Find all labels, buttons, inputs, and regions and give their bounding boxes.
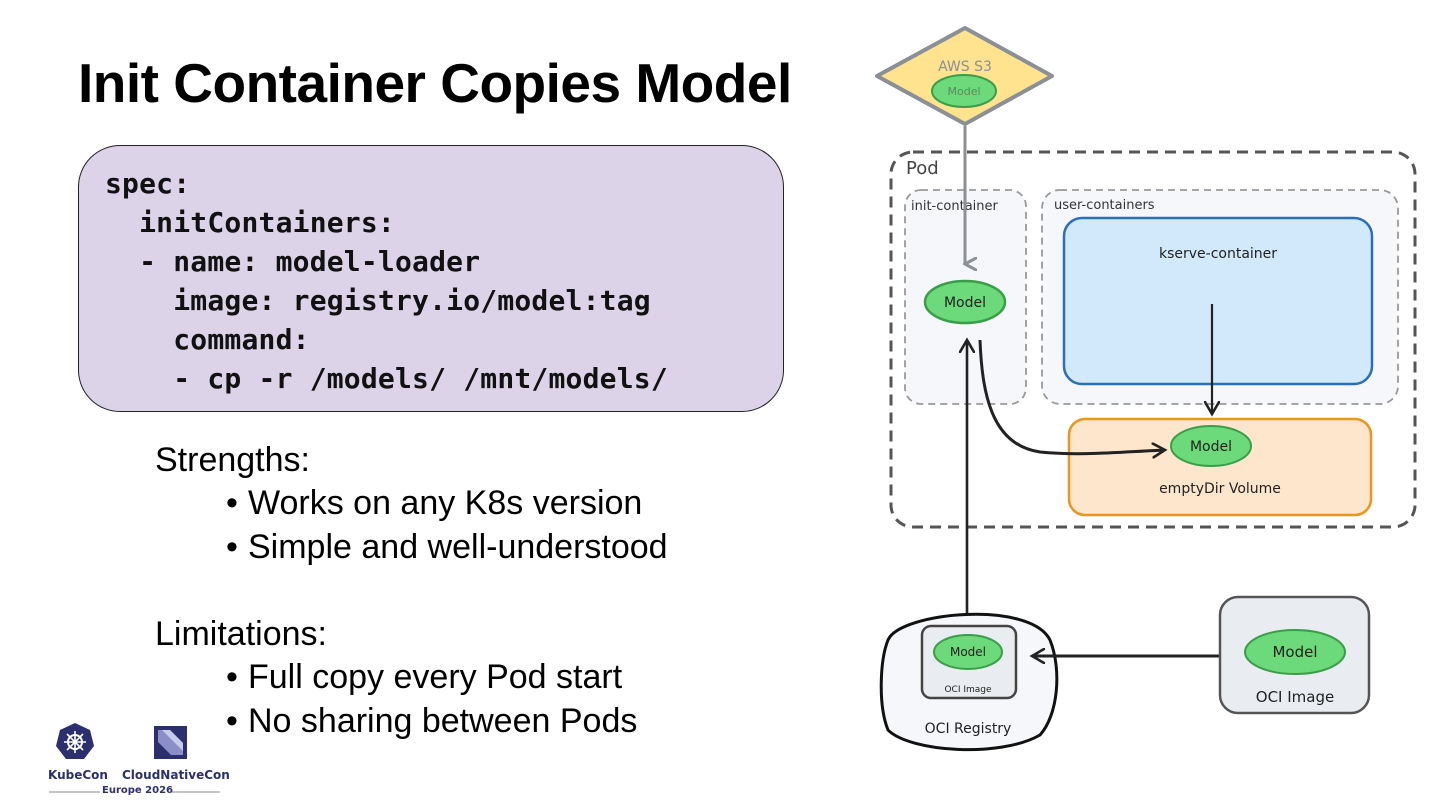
pod-group: Pod xyxy=(889,150,1417,529)
cloudnativecon-label: CloudNativeCon xyxy=(122,768,230,782)
strengths-heading: Strengths: xyxy=(155,441,310,479)
event-label: Europe 2026 xyxy=(102,785,174,796)
image-model-label: Model xyxy=(1272,643,1317,661)
code-line: command: xyxy=(105,323,310,356)
limitation-text: Full copy every Pod start xyxy=(248,658,623,696)
limitation-item: • Full copy every Pod start xyxy=(226,655,622,699)
strength-item: • Works on any K8s version xyxy=(226,481,642,525)
init-container-label: init-container xyxy=(911,199,999,214)
registry-label: OCI Registry xyxy=(925,721,1012,737)
emptydir-volume: Model emptyDir Volume xyxy=(1067,417,1373,517)
volume-model-label: Model xyxy=(1190,439,1232,455)
code-line: spec: xyxy=(105,167,191,200)
registry-image-label: OCI Image xyxy=(944,685,992,695)
init-model-label: Model xyxy=(944,295,986,311)
oci-registry-node: Model OCI Image OCI Registry xyxy=(879,612,1059,752)
registry-model-node xyxy=(933,634,1003,670)
code-block: spec: initContainers: - name: model-load… xyxy=(78,145,784,412)
image-label: OCI Image xyxy=(1256,688,1334,706)
strength-text: Works on any K8s version xyxy=(248,484,643,522)
kserve-container: kserve-container xyxy=(1062,216,1374,386)
limitation-text: No sharing between Pods xyxy=(248,702,638,740)
volume-model-node xyxy=(1170,425,1252,467)
yaml-code: spec: initContainers: - name: model-load… xyxy=(105,164,668,398)
architecture-diagram: Pod init-container user-containers kserv… xyxy=(875,26,1417,752)
code-line: - name: model-loader xyxy=(105,245,481,278)
strength-item: • Simple and well-understood xyxy=(226,525,668,569)
bullet-icon: • xyxy=(226,484,238,522)
code-line: initContainers: xyxy=(105,206,395,239)
kubecon-label: KubeCon xyxy=(48,768,108,782)
init-to-volume-arrow xyxy=(978,339,1165,454)
code-line: image: registry.io/model:tag xyxy=(105,284,651,317)
bullet-icon: • xyxy=(226,528,238,566)
s3-model-label: Model xyxy=(947,85,980,98)
event-logo: KubeCon CloudNativeCon Europe 2026 xyxy=(44,722,230,802)
pod-label: Pod xyxy=(906,158,939,179)
init-model-node: Model xyxy=(923,279,1007,325)
cncf-icon xyxy=(154,726,187,759)
limitations-heading: Limitations: xyxy=(155,615,327,653)
user-containers-label: user-containers xyxy=(1054,198,1155,213)
strength-text: Simple and well-understood xyxy=(248,528,668,566)
volume-label: emptyDir Volume xyxy=(1159,481,1281,497)
slide-title: Init Container Copies Model xyxy=(78,52,792,114)
registry-model-label: Model xyxy=(950,645,986,659)
aws-s3-node: AWS S3 Model xyxy=(875,26,1054,126)
code-line: - cp -r /models/ /mnt/models/ xyxy=(105,362,668,395)
bullet-icon: • xyxy=(226,702,238,740)
logo-graphics xyxy=(49,723,220,793)
limitation-item: • No sharing between Pods xyxy=(226,699,637,743)
kserve-label: kserve-container xyxy=(1159,246,1277,262)
image-model-node xyxy=(1244,629,1346,675)
kubernetes-helm-icon xyxy=(56,723,94,759)
s3-model-node xyxy=(931,74,997,108)
oci-image-node: Model OCI Image xyxy=(1218,595,1371,715)
bullet-icon: • xyxy=(226,658,238,696)
s3-label: AWS S3 xyxy=(938,59,992,75)
